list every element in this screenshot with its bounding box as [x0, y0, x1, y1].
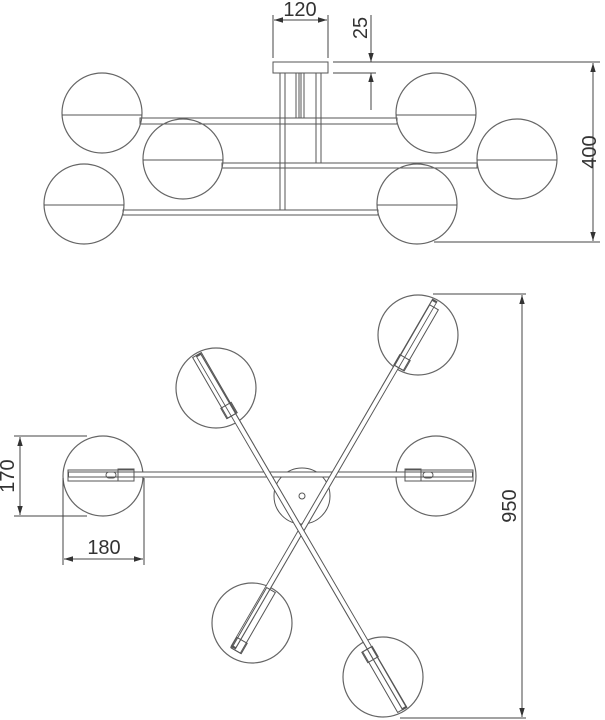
horizontal-arms — [122, 117, 478, 216]
globe — [43, 163, 125, 245]
bulb-icon — [105, 471, 117, 479]
dimension-label-400: 400 — [579, 135, 601, 168]
vertical-rods — [279, 72, 322, 211]
dimension-label-25: 25 — [350, 17, 372, 39]
side-view: 120 25 400 — [43, 0, 601, 245]
dimension-label-120: 120 — [283, 0, 316, 21]
dimension-label-180: 180 — [87, 537, 120, 559]
globe — [342, 636, 424, 718]
bulb-icon — [422, 471, 434, 479]
globe — [395, 72, 477, 154]
globe — [211, 582, 293, 664]
globe — [377, 294, 459, 376]
dimension-label-950: 950 — [499, 489, 521, 522]
top-view: 170 180 950 — [0, 293, 526, 719]
dimension-canopy-width: 120 — [272, 0, 329, 58]
bulb-holder — [404, 468, 422, 482]
bulb-holder — [117, 468, 135, 482]
globe — [476, 118, 558, 200]
dimension-total-length: 950 — [400, 293, 526, 719]
dimension-total-height: 400 — [434, 63, 601, 243]
arms — [67, 298, 474, 714]
globe — [175, 347, 257, 429]
dimension-shade-width: 180 — [62, 478, 145, 565]
side-globes — [43, 72, 558, 245]
canopy — [272, 61, 329, 74]
top-globes — [62, 294, 477, 718]
mount-hole — [298, 492, 306, 500]
dimension-label-170: 170 — [0, 459, 19, 492]
globe — [142, 118, 224, 200]
dimension-shade-height: 170 — [0, 435, 87, 517]
globe — [376, 163, 458, 245]
globe — [61, 72, 143, 154]
dimension-canopy-height: 25 — [333, 15, 600, 110]
